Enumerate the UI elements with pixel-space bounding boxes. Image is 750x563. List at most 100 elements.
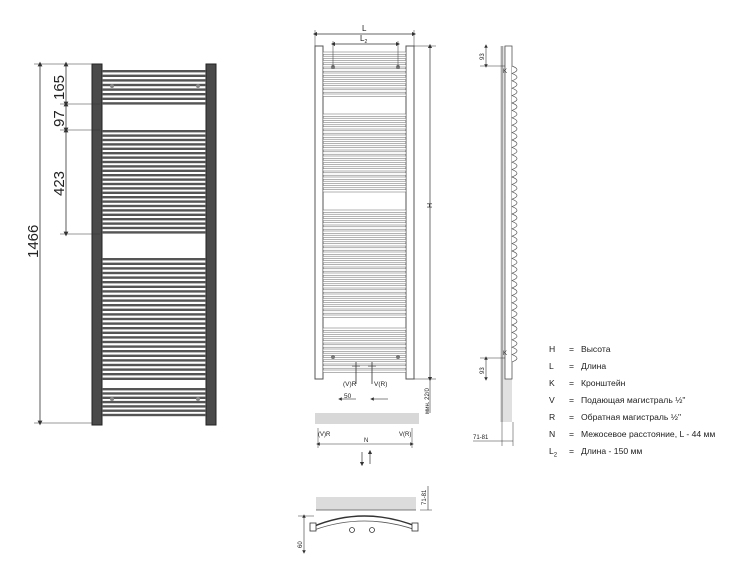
front-bar — [102, 74, 206, 77]
mid-bar — [322, 234, 407, 238]
front-bar — [102, 400, 206, 404]
front-bar — [102, 299, 206, 302]
mid-left-rail — [314, 45, 324, 380]
legend-text: Длина — [581, 360, 607, 371]
front-bar — [102, 165, 206, 168]
label-vr-bottom-left: (V)R — [318, 432, 331, 438]
front-bar — [102, 354, 206, 357]
label-K-top: K — [503, 69, 507, 75]
mid-bar — [322, 369, 407, 373]
mid-bar — [322, 264, 407, 268]
front-bar — [102, 93, 206, 96]
mid-bar — [322, 289, 407, 293]
front-bar — [102, 322, 206, 325]
legend-equals: = — [569, 394, 575, 405]
mid-bar — [322, 143, 407, 147]
mid-bar — [322, 281, 407, 285]
mid-bars — [322, 51, 407, 373]
legend-row: K=Кронштейн — [549, 377, 715, 394]
front-bar — [102, 70, 206, 73]
front-bar — [102, 258, 206, 261]
front-bar — [102, 231, 206, 234]
mid-bar — [322, 331, 407, 335]
legend-equals: = — [569, 445, 575, 456]
front-bar — [102, 222, 206, 225]
legend-key: L — [549, 360, 554, 371]
label-min: мин. 22/0 — [425, 388, 431, 414]
mid-bar — [322, 302, 407, 306]
mid-bar — [322, 189, 407, 193]
legend-key: L2 — [549, 445, 558, 459]
mid-bar — [322, 155, 407, 159]
legend-equals: = — [569, 377, 575, 388]
mid-bar — [322, 64, 407, 68]
front-bar — [102, 178, 206, 181]
mid-bar — [322, 126, 407, 130]
label-K-bottom: K — [503, 351, 507, 357]
mid-bar — [322, 336, 407, 340]
mid-bar — [322, 147, 407, 151]
mid-bar — [322, 268, 407, 272]
mid-bar — [322, 357, 407, 361]
mid-bar — [322, 285, 407, 289]
mid-bar — [322, 93, 407, 97]
mid-bar — [322, 185, 407, 189]
front-bar — [102, 200, 206, 203]
front-bar — [102, 226, 206, 230]
front-bar — [102, 313, 206, 316]
front-bar — [102, 191, 206, 194]
front-bar — [102, 409, 206, 412]
label-bottom-71-81: 71-81 — [422, 489, 428, 505]
mid-bracket — [396, 355, 400, 359]
mid-bar — [322, 176, 407, 180]
front-bar — [102, 130, 206, 133]
mid-bar — [322, 226, 407, 230]
legend-key: R — [549, 411, 556, 422]
bottom-view: 71-81 60 — [298, 486, 432, 554]
front-bar — [102, 285, 206, 288]
mid-bar — [322, 365, 407, 369]
front-bar — [102, 204, 206, 208]
mid-bar — [322, 218, 407, 222]
legend-row: N=Межосевое расстояние, L - 44 мм — [549, 428, 715, 445]
mid-bar — [322, 251, 407, 255]
mid-bar — [322, 130, 407, 134]
mid-bar — [322, 51, 407, 55]
legend-row: L=Длина — [549, 360, 715, 377]
front-bar — [102, 196, 206, 199]
mid-bar — [322, 72, 407, 76]
mid-bar — [322, 239, 407, 243]
front-bar — [102, 317, 206, 321]
front-bar — [102, 147, 206, 150]
front-bar — [102, 88, 206, 91]
front-bar — [102, 396, 206, 399]
mid-bar — [322, 293, 407, 297]
mid-bar — [322, 89, 407, 93]
front-bar — [102, 405, 206, 408]
bottom-profile — [311, 515, 419, 528]
label-L2-sub: 2 — [364, 39, 367, 45]
mid-bar — [322, 243, 407, 247]
front-bar — [102, 262, 206, 265]
label-93-bottom: 93 — [480, 367, 486, 374]
legend-key: H — [549, 344, 556, 354]
front-bar — [102, 327, 206, 330]
mid-bar — [322, 327, 407, 331]
mid-bar — [322, 213, 407, 217]
front-bar — [102, 373, 206, 376]
label-vr-left: (V)R — [343, 381, 357, 388]
label-L: L — [362, 24, 367, 33]
mid-bar — [322, 168, 407, 172]
front-bar — [102, 143, 206, 146]
front-view: 1466 165 97 423 — [25, 61, 217, 426]
front-bar — [102, 134, 206, 137]
bottom-wall — [316, 497, 416, 510]
dim-total: 1466 — [25, 225, 42, 258]
mid-bar — [322, 76, 407, 80]
legend-key: V — [549, 394, 555, 405]
front-bar — [102, 294, 206, 298]
front-bar — [102, 97, 206, 100]
side-bumps — [510, 65, 518, 363]
